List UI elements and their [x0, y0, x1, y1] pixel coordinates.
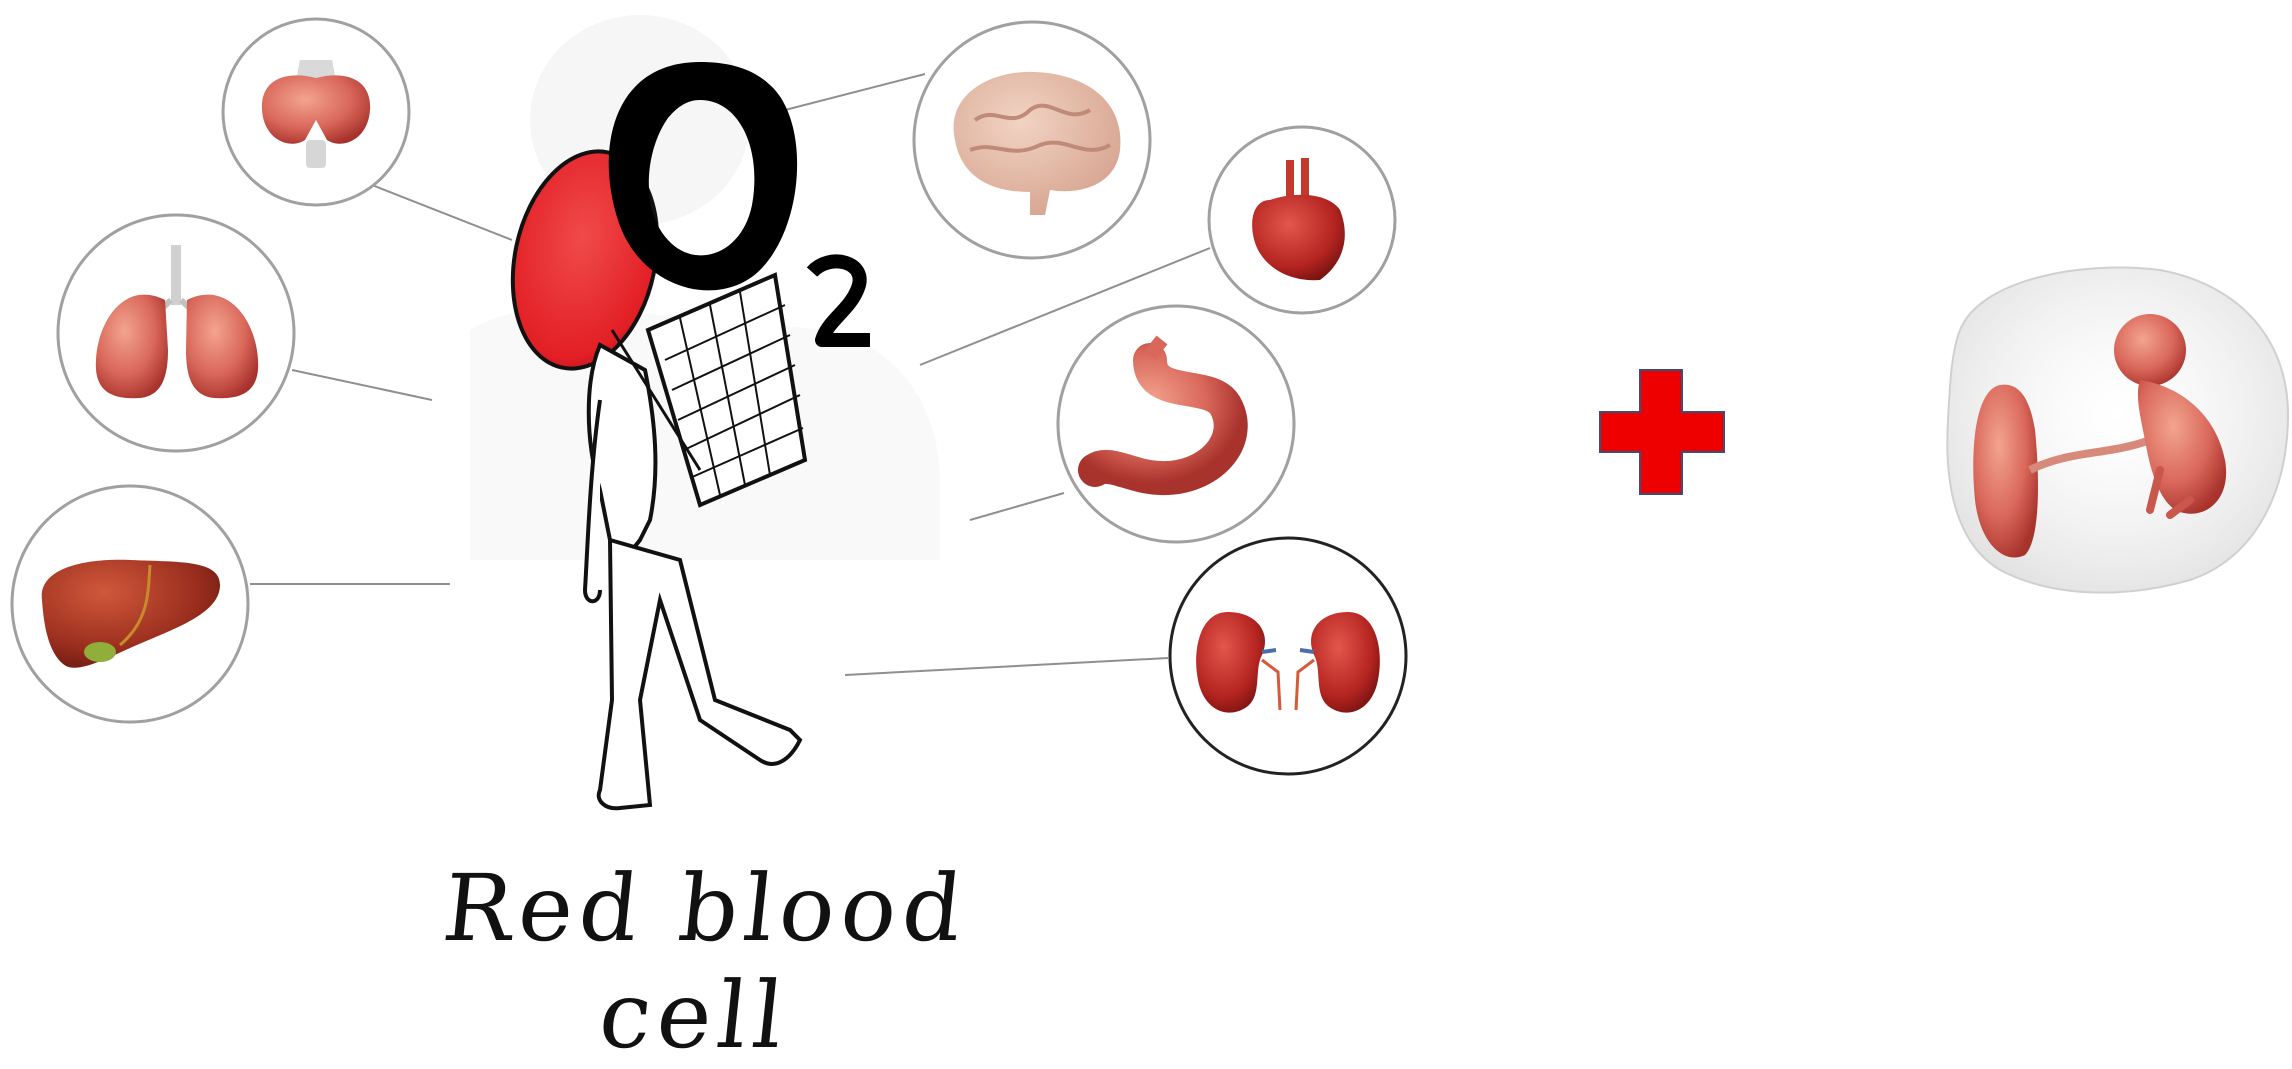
liver-circle [12, 486, 248, 722]
oxygen-delivery-diagram: O2 [0, 0, 2292, 980]
line-lungs [292, 370, 432, 400]
thyroid-circle [223, 19, 409, 205]
lungs-circle [58, 215, 294, 451]
o2-subscript-2 [812, 261, 870, 340]
plus-sign [1600, 370, 1724, 494]
line-thyroid [372, 185, 512, 240]
fetus-head [2114, 314, 2186, 386]
caption-red-blood-cell: Red blood cell [369, 855, 1031, 1069]
line-stomach [970, 493, 1064, 520]
line-brain [785, 74, 925, 110]
kidneys-circle [1170, 538, 1406, 774]
line-kidneys [845, 658, 1168, 675]
fetus-icon [1947, 268, 2288, 593]
heart-circle [1209, 127, 1395, 313]
brain-circle [914, 22, 1150, 258]
stomach-circle [1058, 306, 1294, 542]
